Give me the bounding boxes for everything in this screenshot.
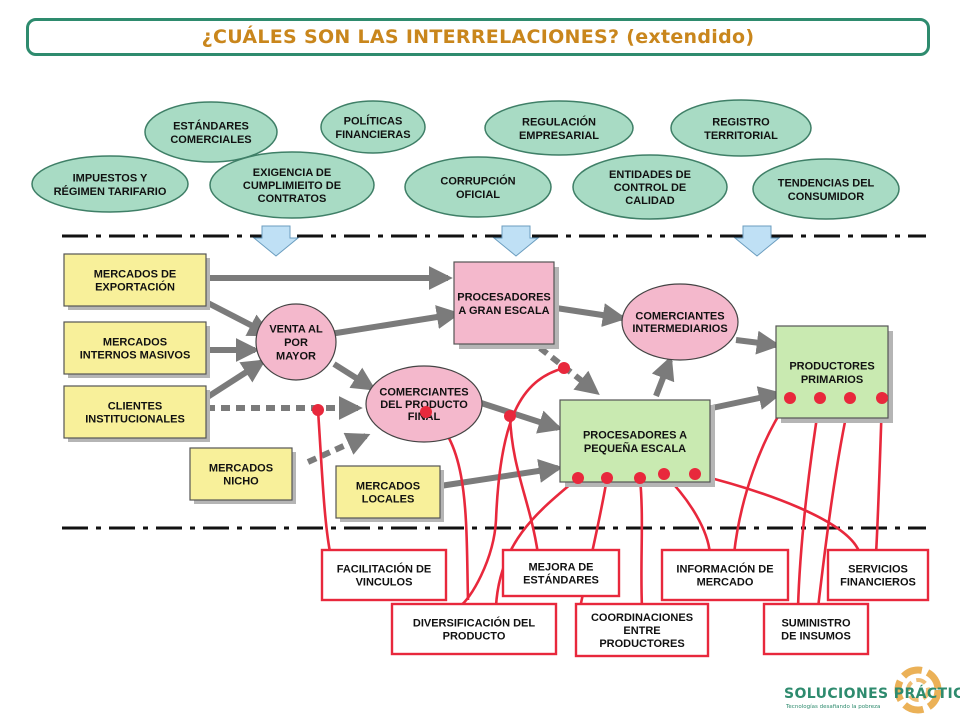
connector-dot: [814, 392, 826, 404]
service-connector-line: [459, 366, 565, 608]
connector-dot: [844, 392, 856, 404]
connector-dot: [312, 404, 324, 416]
logo-swirl-icon: [894, 666, 942, 714]
service-box-facilitacion: [320, 548, 448, 602]
env-ellipse-exigencia: [209, 151, 375, 219]
connector-dot: [572, 472, 584, 484]
service-box-diversificacion: [390, 602, 558, 656]
page-title: ¿CUÁLES SON LAS INTERRELACIONES? (extend…: [201, 26, 755, 48]
intermediary-venta: [255, 303, 337, 381]
env-ellipse-tendencias: [752, 158, 900, 220]
connector-dot: [658, 468, 670, 480]
logo-name: SOLUCIONES PRÁCTICAS: [784, 686, 960, 702]
connector-dot: [689, 468, 701, 480]
market-box-internos: [63, 321, 207, 375]
processor-box-productores: [775, 325, 889, 419]
service-box-servicios: [826, 548, 930, 602]
env-ellipse-entidades: [572, 154, 728, 220]
flow-arrow: [477, 399, 563, 434]
service-connector-line: [638, 477, 644, 609]
service-box-suministro: [762, 602, 870, 656]
service-connector-line: [796, 397, 822, 609]
service-box-coordinaciones: [574, 602, 710, 658]
connector-dot: [558, 362, 570, 374]
flow-arrow: [332, 361, 377, 391]
market-box-exportacion: [63, 253, 207, 307]
env-ellipse-regulacion: [484, 100, 634, 156]
processor-box-gran: [453, 261, 555, 345]
env-ellipse-corrupcion: [404, 156, 552, 218]
flow-arrow: [651, 355, 675, 398]
connector-dot: [504, 410, 516, 422]
market-box-nicho: [189, 447, 293, 501]
connector-dot: [876, 392, 888, 404]
service-box-mejora: [501, 548, 621, 598]
flow-arrow: [711, 386, 783, 411]
connector-dot: [784, 392, 796, 404]
intermediary-comerciantes_final: [365, 365, 483, 443]
down-arrow-icon: [733, 225, 781, 257]
logo-tagline: Tecnologías desafiando la pobreza: [786, 704, 881, 710]
connector-dot: [601, 472, 613, 484]
market-box-clientes: [63, 385, 207, 439]
env-ellipse-impuestos: [31, 155, 189, 213]
env-ellipse-registro: [670, 99, 812, 157]
down-arrow-icon: [492, 225, 540, 257]
env-ellipse-politicas: [320, 100, 426, 154]
flow-arrow: [306, 432, 371, 465]
flow-arrow: [204, 299, 273, 337]
intermediary-comerciantes_inter: [621, 283, 739, 361]
connector-dot: [420, 406, 432, 418]
env-ellipse-estandares: [144, 101, 278, 163]
flow-arrow: [735, 330, 781, 355]
flow-arrow: [555, 303, 627, 327]
title-box: ¿CUÁLES SON LAS INTERRELACIONES? (extend…: [26, 18, 930, 56]
service-connector-line: [494, 477, 579, 607]
down-arrow-icon: [252, 225, 300, 257]
market-box-locales: [335, 465, 441, 519]
service-connector-line: [508, 415, 540, 555]
processor-box-pequena: [559, 399, 711, 483]
flow-arrow: [329, 305, 461, 337]
flow-arrow: [204, 359, 267, 401]
service-box-informacion: [660, 548, 790, 602]
service-connector-line: [694, 472, 862, 555]
service-connector-line: [316, 409, 332, 553]
soluciones-practicas-logo: SOLUCIONES PRÁCTICAS Tecnologías desafia…: [780, 664, 960, 718]
connector-dot: [634, 472, 646, 484]
